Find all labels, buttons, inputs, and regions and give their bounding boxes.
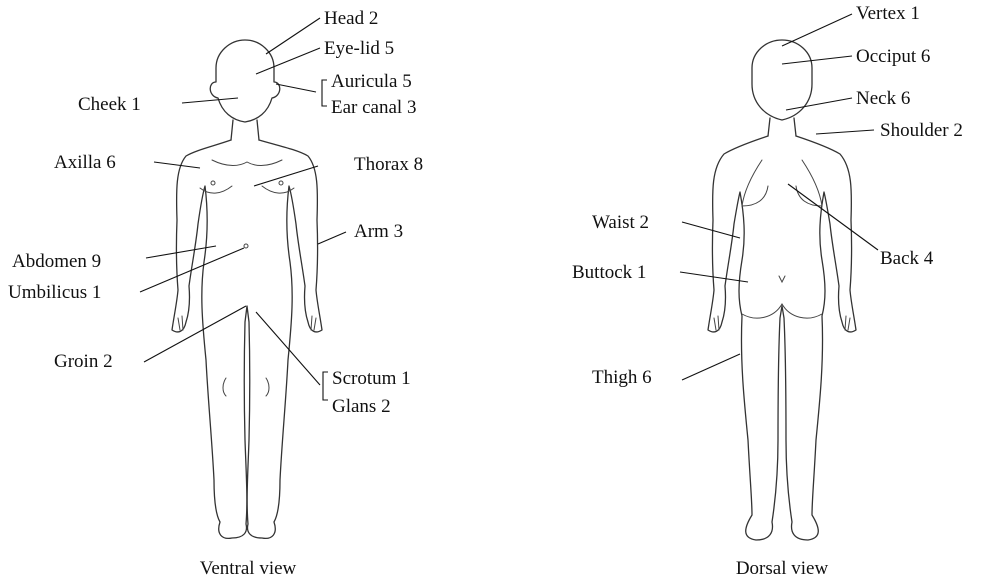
leader-cheek [182,98,238,103]
leader-occiput [782,56,852,64]
ventral-leader-lines [140,18,346,400]
dorsal-caption: Dorsal view [736,558,829,579]
label-vertex: Vertex 1 [856,3,920,24]
label-waist: Waist 2 [592,212,649,233]
label-ear-canal: Ear canal 3 [331,97,416,118]
label-occiput: Occiput 6 [856,46,930,67]
label-umbilicus: Umbilicus 1 [8,282,101,303]
leader-umbilicus [140,248,244,292]
leader-thigh [682,354,740,380]
leader-axilla [154,162,200,168]
label-scrotum: Scrotum 1 [332,368,411,389]
leader-arm [318,232,346,244]
leader-thorax [254,166,318,186]
leader-head [266,18,320,54]
leader-shoulder [816,130,874,134]
leader-back [788,184,878,250]
label-thorax: Thorax 8 [354,154,423,175]
dorsal-figure: Vertex 1 Occiput 6 Neck 6 Shoulder 2 Wai… [572,3,963,579]
label-buttock: Buttock 1 [572,262,646,283]
label-auricula: Auricula 5 [331,71,412,92]
leader-vertex [782,14,852,46]
label-back: Back 4 [880,248,934,269]
leader-auricula [276,84,316,92]
label-groin: Groin 2 [54,351,113,372]
label-neck: Neck 6 [856,88,910,109]
dorsal-labels: Vertex 1 Occiput 6 Neck 6 Shoulder 2 Wai… [572,3,963,388]
dorsal-leader-lines [680,14,878,380]
label-shoulder: Shoulder 2 [880,120,963,141]
leader-eyelid [256,48,320,74]
label-head: Head 2 [324,8,378,29]
ear-bracket [322,80,327,106]
label-thigh: Thigh 6 [592,367,652,388]
ventral-body-outline [172,40,322,538]
ventral-caption: Ventral view [200,558,297,579]
label-glans: Glans 2 [332,396,391,417]
label-axilla: Axilla 6 [54,152,116,173]
ventral-figure: Head 2 Eye-lid 5 Auricula 5 Ear canal 3 … [8,8,423,579]
label-abdomen: Abdomen 9 [12,251,101,272]
leader-neck [786,98,852,110]
genital-bracket [323,372,328,400]
leader-buttock [680,272,748,282]
leader-waist [682,222,740,238]
label-eyelid: Eye-lid 5 [324,38,394,59]
label-arm: Arm 3 [354,221,403,242]
dorsal-body-outline [708,40,856,540]
label-cheek: Cheek 1 [78,94,141,115]
leader-scrotum [256,312,320,385]
leader-groin [144,306,246,362]
